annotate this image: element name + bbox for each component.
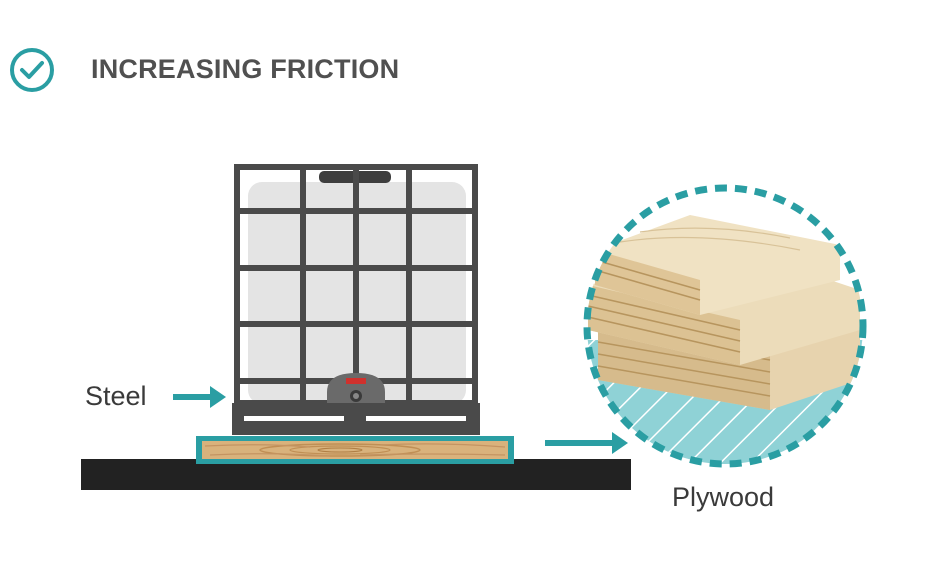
page-title: INCREASING FRICTION bbox=[91, 54, 400, 84]
floor bbox=[81, 459, 631, 490]
steel-pallet bbox=[232, 403, 480, 435]
valve bbox=[327, 373, 385, 406]
ibc-tote bbox=[232, 164, 480, 435]
plywood-closeup bbox=[583, 184, 867, 468]
plywood-board bbox=[196, 436, 514, 464]
check-circle-icon bbox=[10, 48, 54, 92]
plywood-label: Plywood bbox=[672, 482, 775, 512]
steel-label: Steel bbox=[85, 381, 147, 411]
header bbox=[8, 44, 56, 96]
steel-arrow bbox=[173, 386, 226, 408]
plywood-arrow bbox=[545, 432, 628, 454]
